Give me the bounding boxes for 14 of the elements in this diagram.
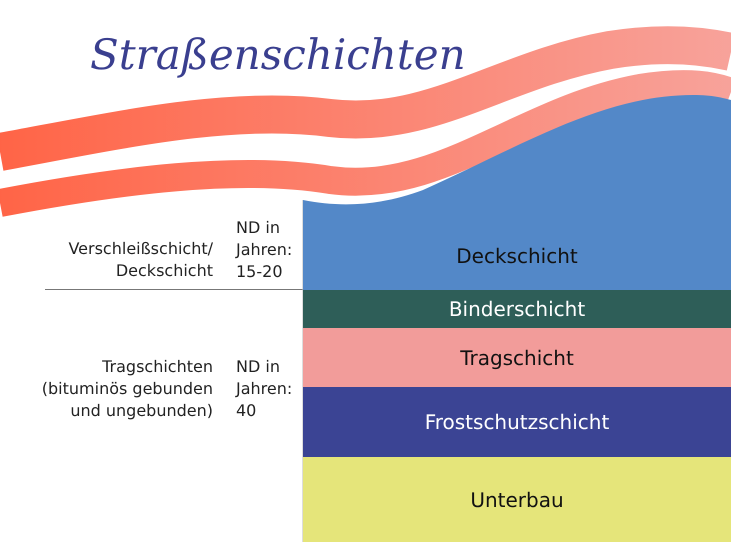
road-layer: [303, 457, 731, 542]
layer-label: Tragschicht: [460, 346, 574, 370]
layer-label: Binderschicht: [448, 297, 586, 321]
service-life-note: ND in Jahren: 15-20: [236, 217, 294, 283]
road-layer: [303, 387, 731, 457]
layer-group-label: Verschleißschicht/ Deckschicht: [67, 238, 213, 282]
layer-group-label: Tragschichten (bituminös gebunden und ungebunden): [40, 356, 213, 422]
layer-label: Frostschutzschicht: [424, 410, 610, 434]
layer-label: Deckschicht: [456, 244, 578, 268]
road-layer: [303, 290, 731, 328]
title: Straßenschichten: [90, 30, 466, 79]
service-life-note: ND in Jahren: 40: [236, 356, 294, 422]
road-layer: [303, 328, 731, 387]
layer-label: Unterbau: [470, 488, 564, 512]
